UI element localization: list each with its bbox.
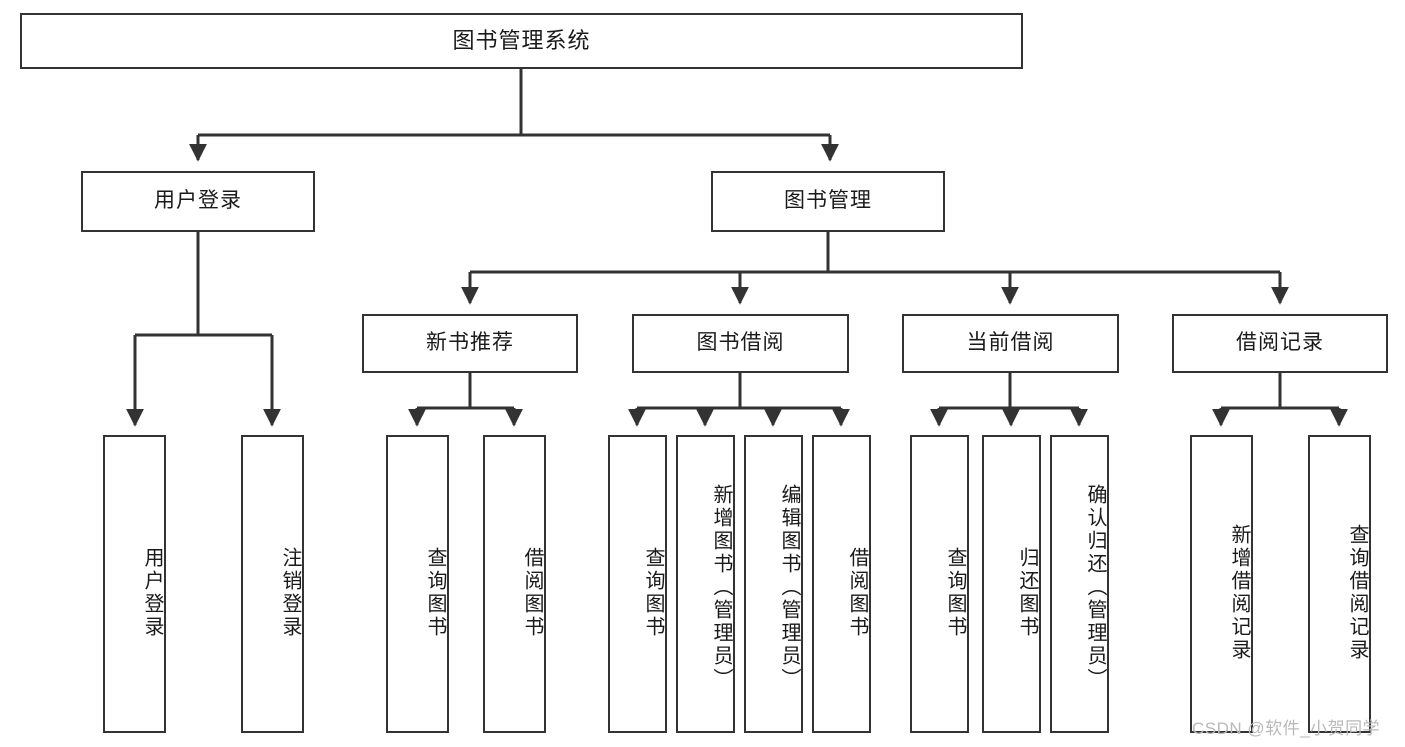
leaf-confirm-return-label: 确认归还（管理员）	[1084, 483, 1106, 691]
leaf-query-book-current[interactable]: 查询图书	[910, 435, 969, 733]
leaf-add-record[interactable]: 新增借阅记录	[1190, 435, 1253, 733]
node-current-borrow[interactable]: 当前借阅	[902, 314, 1119, 373]
node-new-book-recommend-label: 新书推荐	[426, 331, 514, 355]
leaf-query-book-rec[interactable]: 查询图书	[386, 435, 449, 733]
leaf-user-login-label: 用户登录	[141, 547, 163, 639]
leaf-return-book[interactable]: 归还图书	[982, 435, 1041, 733]
leaf-edit-book[interactable]: 编辑图书（管理员）	[744, 435, 803, 733]
leaf-borrow-book-rec-label: 借阅图书	[521, 547, 543, 639]
watermark: CSDN @软件_小贺同学	[1192, 714, 1380, 739]
node-current-borrow-label: 当前借阅	[966, 331, 1055, 355]
leaf-borrow-book-rec[interactable]: 借阅图书	[483, 435, 546, 733]
node-book-borrow[interactable]: 图书借阅	[632, 314, 849, 373]
leaf-add-record-label: 新增借阅记录	[1228, 524, 1250, 662]
node-root-label: 图书管理系统	[452, 28, 591, 54]
node-user-login[interactable]: 用户登录	[81, 171, 315, 232]
leaf-user-logout[interactable]: 注销登录	[241, 435, 304, 733]
leaf-add-book[interactable]: 新增图书（管理员）	[676, 435, 735, 733]
node-root[interactable]: 图书管理系统	[20, 13, 1023, 69]
node-book-manage-label: 图书管理	[784, 189, 872, 213]
leaf-borrow-book[interactable]: 借阅图书	[812, 435, 871, 733]
leaf-query-book-current-label: 查询图书	[944, 547, 966, 639]
leaf-user-login[interactable]: 用户登录	[103, 435, 166, 733]
leaf-add-book-label: 新增图书（管理员）	[710, 483, 732, 691]
leaf-confirm-return[interactable]: 确认归还（管理员）	[1050, 435, 1109, 733]
leaf-user-logout-label: 注销登录	[279, 547, 301, 639]
node-book-manage[interactable]: 图书管理	[711, 171, 945, 232]
leaf-query-record[interactable]: 查询借阅记录	[1308, 435, 1371, 733]
leaf-query-book-borrow-label: 查询图书	[642, 547, 664, 639]
leaf-edit-book-label: 编辑图书（管理员）	[778, 483, 800, 691]
leaf-query-book-rec-label: 查询图书	[424, 547, 446, 639]
node-borrow-record-label: 借阅记录	[1236, 331, 1324, 355]
node-new-book-recommend[interactable]: 新书推荐	[362, 314, 578, 373]
node-borrow-record[interactable]: 借阅记录	[1172, 314, 1388, 373]
leaf-borrow-book-label: 借阅图书	[846, 547, 868, 639]
leaf-query-book-borrow[interactable]: 查询图书	[608, 435, 667, 733]
node-user-login-label: 用户登录	[154, 189, 242, 213]
watermark-text: CSDN @软件_小贺同学	[1192, 719, 1381, 738]
leaf-query-record-label: 查询借阅记录	[1346, 524, 1368, 662]
node-book-borrow-label: 图书借阅	[696, 331, 785, 355]
leaf-return-book-label: 归还图书	[1016, 547, 1038, 639]
